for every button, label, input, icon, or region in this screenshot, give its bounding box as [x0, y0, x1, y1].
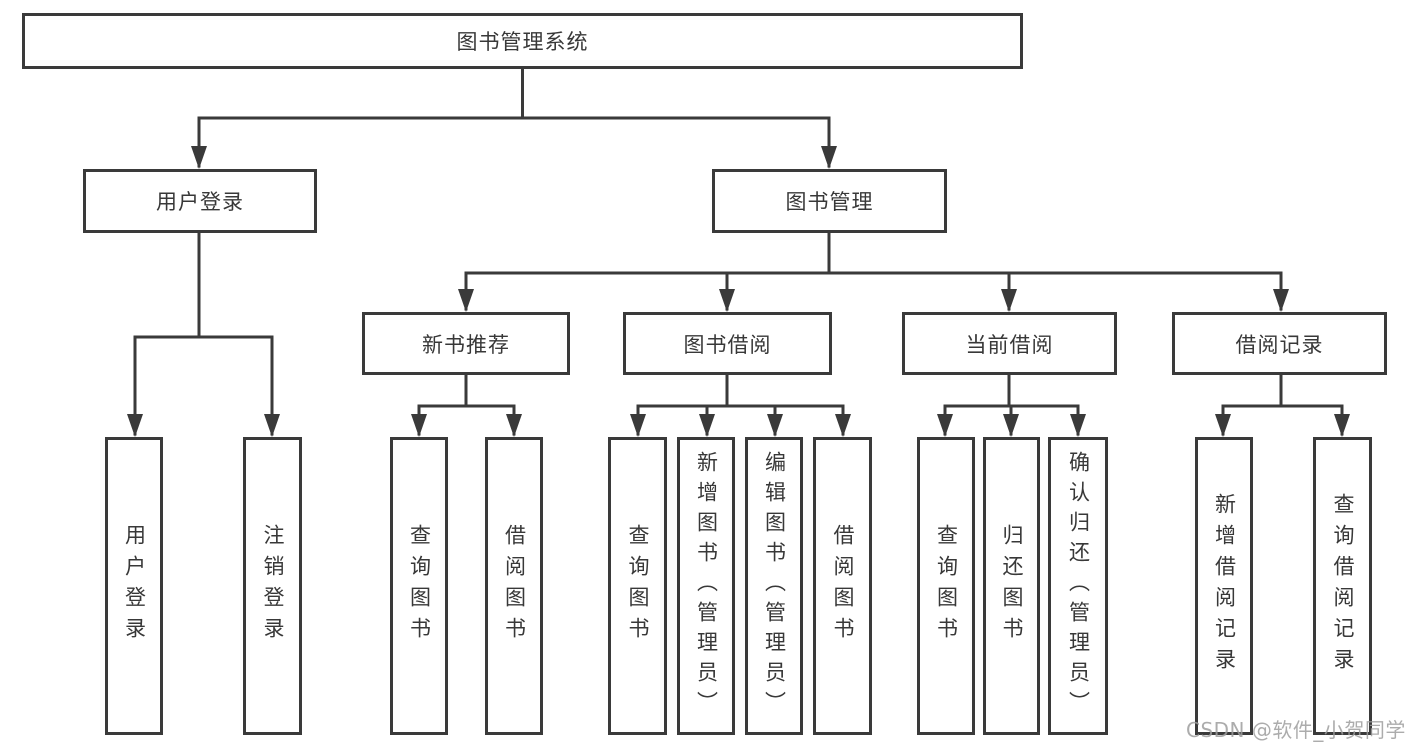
node-user-login: 用户登录: [83, 169, 317, 233]
arrowheads: [127, 146, 1350, 437]
node-borrow-record: 借阅记录: [1172, 312, 1387, 375]
node-current-borrow: 当前借阅: [902, 312, 1117, 375]
leaf-logout: 注销登录: [243, 437, 302, 735]
leaf-return-book: 归还图书: [983, 437, 1040, 735]
leaf-add-borrow-record: 新增借阅记录: [1195, 437, 1253, 735]
leaf-edit-book-admin: 编辑图书（管理员）: [745, 437, 803, 735]
leaf-borrow-book-recommend: 借阅图书: [485, 437, 543, 735]
leaf-query-borrow-record: 查询借阅记录: [1313, 437, 1372, 735]
leaf-query-book-recommend: 查询图书: [390, 437, 448, 735]
leaf-user-login: 用户登录: [105, 437, 163, 735]
csdn-watermark: CSDN @软件_小贺同学: [1186, 718, 1405, 742]
leaf-query-book-borrow: 查询图书: [608, 437, 667, 735]
node-current-borrow-label: 当前借阅: [965, 332, 1054, 357]
node-book-management: 图书管理: [712, 169, 947, 233]
node-book-management-label: 图书管理: [785, 190, 874, 214]
leaf-borrow-book: 借阅图书: [813, 437, 872, 735]
leaf-add-book-admin: 新增图书（管理员）: [677, 437, 735, 735]
leaf-query-book-current: 查询图书: [917, 437, 975, 735]
node-book-borrow-label: 图书借阅: [683, 332, 772, 357]
node-user-login-label: 用户登录: [156, 190, 244, 214]
node-root-system-label: 图书管理系统: [456, 30, 589, 54]
node-new-book-recommend: 新书推荐: [362, 312, 570, 375]
node-book-borrow: 图书借阅: [623, 312, 832, 375]
node-new-book-recommend-label: 新书推荐: [422, 332, 510, 357]
node-borrow-record-label: 借阅记录: [1235, 332, 1324, 357]
leaf-confirm-return-admin: 确认归还（管理员）: [1048, 437, 1108, 735]
node-root-system: 图书管理系统: [22, 13, 1023, 69]
